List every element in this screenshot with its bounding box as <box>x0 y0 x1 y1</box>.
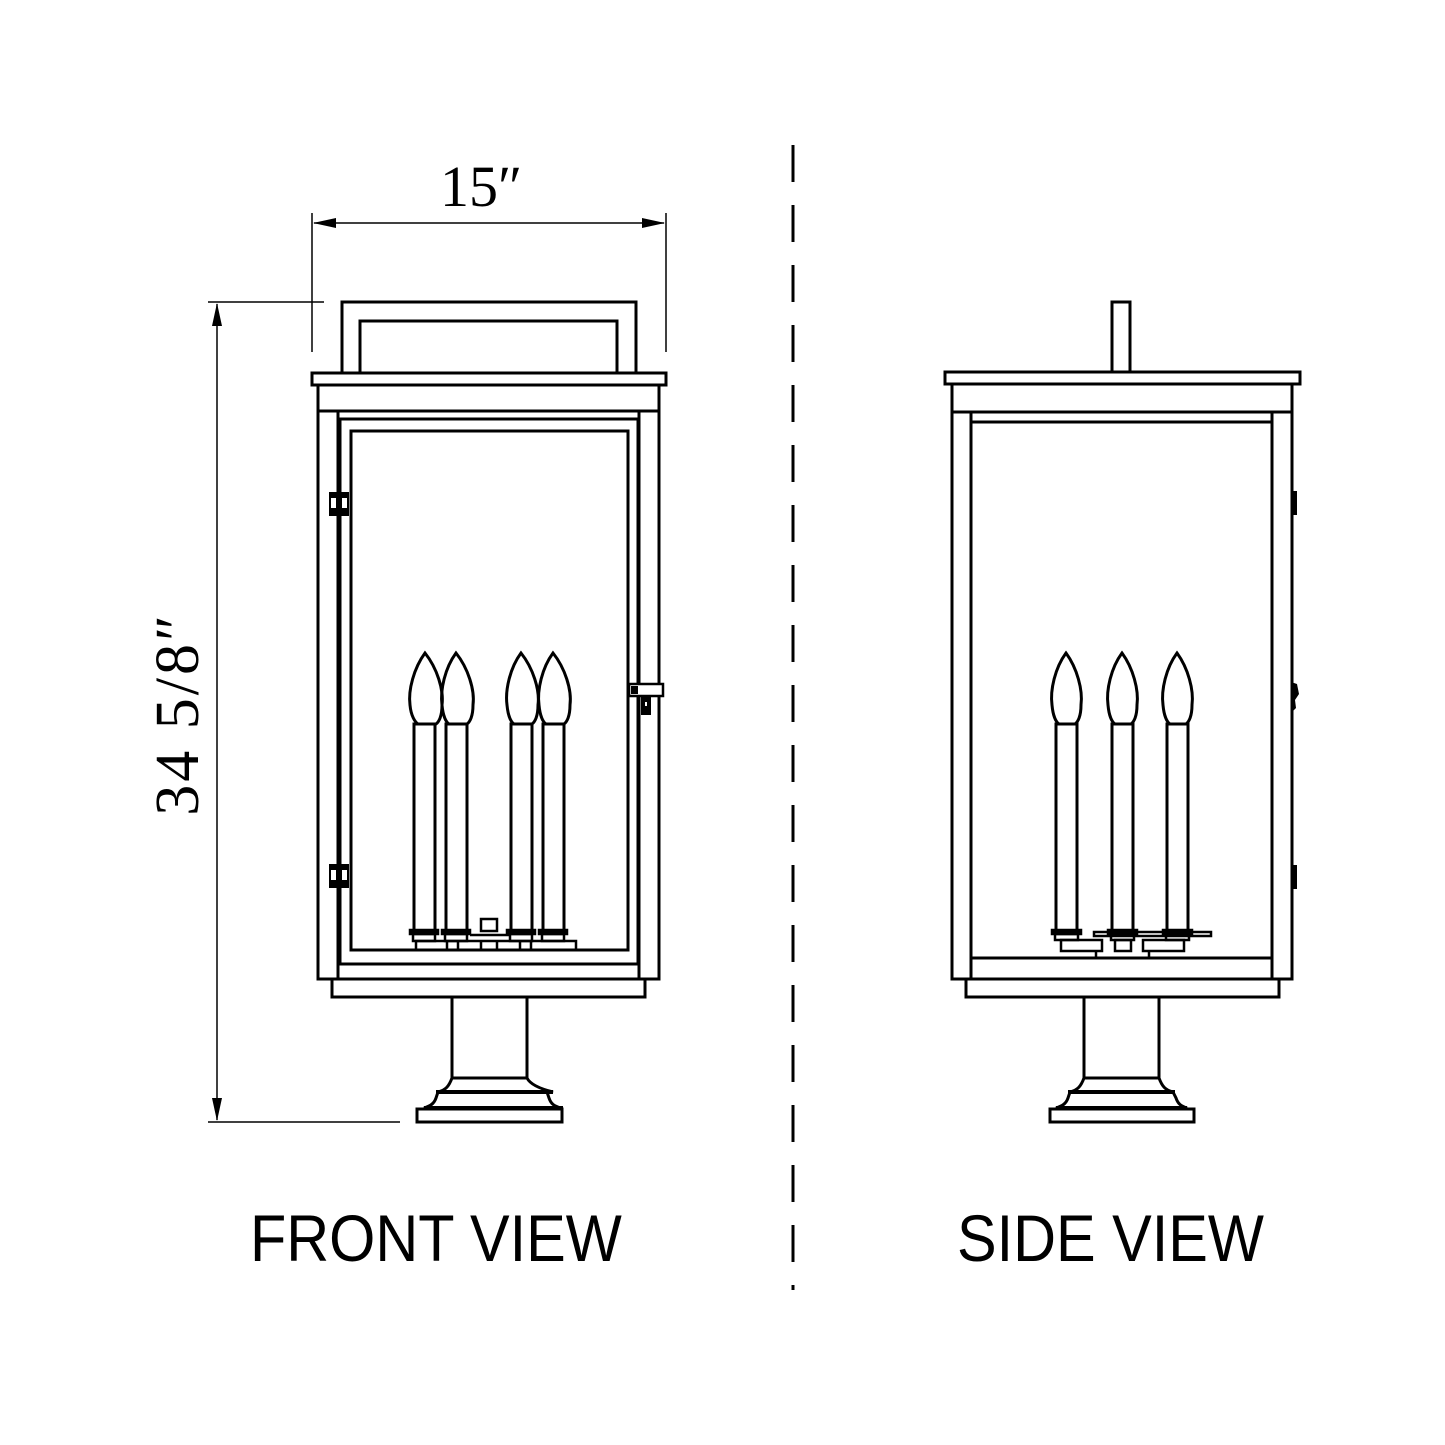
upper-frame <box>950 382 1294 414</box>
front-view-label: FRONT VIEW <box>250 1201 622 1275</box>
candle-cluster-front <box>408 650 578 952</box>
candle-base-side <box>1050 928 1213 958</box>
top-post <box>1110 300 1132 374</box>
lantern-body <box>950 410 1294 981</box>
door-frame <box>338 417 640 966</box>
candle <box>1050 650 1083 934</box>
candle <box>537 650 572 934</box>
candle <box>440 650 475 934</box>
width-dimension <box>311 213 667 352</box>
side-view-label: SIDE VIEW <box>957 1201 1264 1275</box>
width-dimension-label: 15″ <box>440 154 523 219</box>
side-hinges <box>1291 491 1299 889</box>
candle-base-front <box>408 917 578 952</box>
door-hinge-bottom <box>329 864 349 888</box>
front-view <box>310 300 668 1124</box>
glass-panel <box>349 429 630 952</box>
hinge <box>1291 491 1297 515</box>
pier-mount-side <box>1048 997 1196 1124</box>
lantern-cap <box>943 370 1302 386</box>
candle <box>1106 650 1139 934</box>
candle <box>408 650 444 934</box>
upper-frame <box>316 383 661 413</box>
lantern-cap <box>310 371 668 387</box>
arrow-right-icon <box>642 218 665 228</box>
door-hinge-top <box>329 492 349 516</box>
candle <box>505 650 540 934</box>
lantern-body <box>316 409 661 981</box>
height-dimension <box>208 301 400 1123</box>
pier-mount-front <box>415 997 564 1124</box>
bottom-plate <box>330 977 647 999</box>
arrow-up-icon <box>212 303 222 326</box>
latch <box>1291 682 1299 712</box>
height-dimension-label: 34 5/8″ <box>144 612 212 816</box>
arrow-left-icon <box>313 218 336 228</box>
candle <box>1161 650 1194 934</box>
hinge <box>1291 865 1297 889</box>
bottom-plate <box>964 977 1281 999</box>
candle-cluster-side <box>1050 650 1213 958</box>
arrow-down-icon <box>212 1098 222 1121</box>
side-view <box>943 300 1302 1124</box>
top-handle <box>340 300 638 373</box>
door-latch <box>627 682 665 715</box>
